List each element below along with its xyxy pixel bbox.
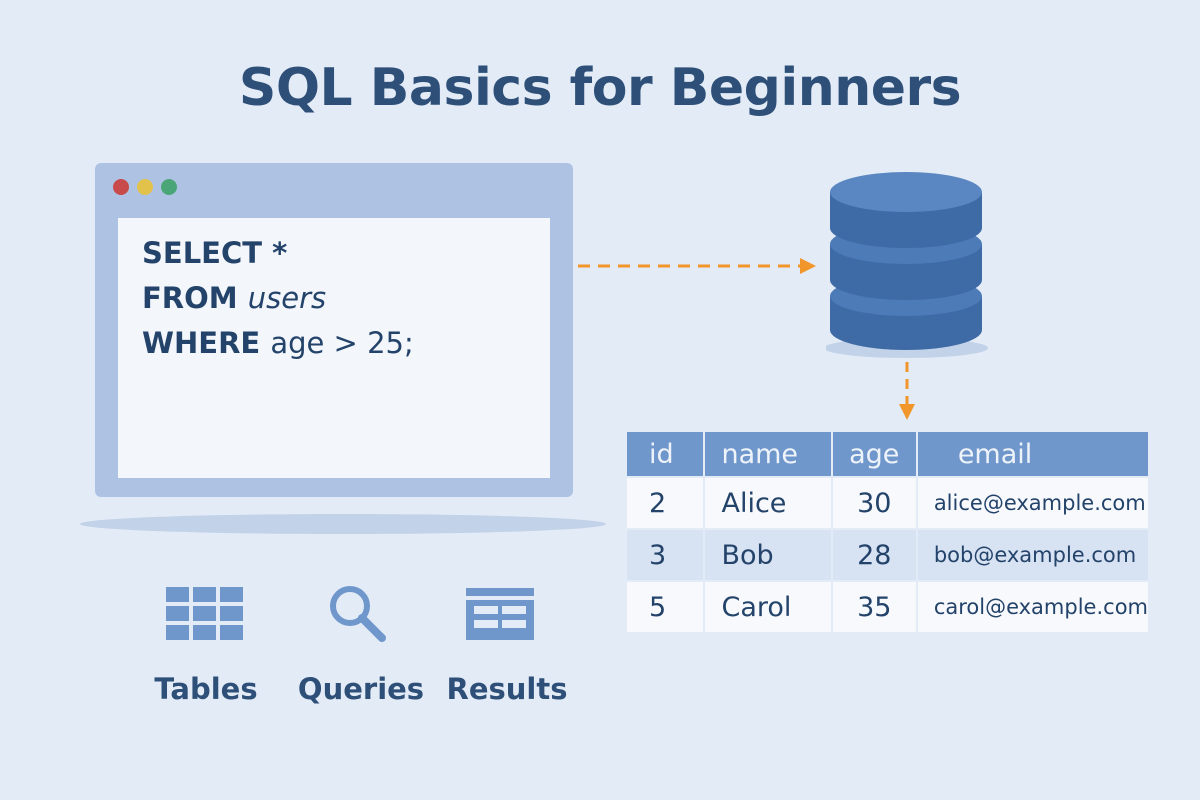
sql-code-area[interactable]: SELECT * FROM users WHERE age > 25; xyxy=(118,218,550,478)
minimize-dot-icon[interactable] xyxy=(137,179,153,195)
column-header-age[interactable]: age xyxy=(830,430,918,478)
grid-icon[interactable] xyxy=(166,587,246,641)
cell-email: alice@example.com xyxy=(915,476,1151,530)
cell-email: carol@example.com xyxy=(915,580,1151,634)
cell-age: 28 xyxy=(830,528,918,582)
cell-name: Carol xyxy=(703,580,833,634)
maximize-dot-icon[interactable] xyxy=(161,179,177,195)
table-header-row: id name age email xyxy=(624,430,1151,478)
cell-name: Bob xyxy=(703,528,833,582)
cell-age: 30 xyxy=(830,476,918,530)
table-row[interactable]: 3 Bob 28 bob@example.com xyxy=(624,528,1151,582)
search-icon[interactable] xyxy=(328,584,388,644)
sql-line-1: SELECT * xyxy=(142,236,287,270)
sql-keyword-from: FROM xyxy=(142,281,248,315)
close-dot-icon[interactable] xyxy=(113,179,129,195)
sql-table-name: users xyxy=(247,281,327,315)
result-arrow-icon xyxy=(899,362,915,420)
label-results: Results xyxy=(446,672,568,706)
sql-keyword-where: WHERE xyxy=(142,326,271,360)
label-queries: Queries xyxy=(297,672,425,706)
label-tables: Tables xyxy=(154,672,258,706)
query-arrow-icon xyxy=(578,258,816,274)
cell-email: bob@example.com xyxy=(915,528,1151,582)
cell-id: 3 xyxy=(624,528,706,582)
page-title: SQL Basics for Beginners xyxy=(238,58,962,118)
results-table-icon[interactable] xyxy=(466,588,536,642)
cell-id: 5 xyxy=(624,580,706,634)
table-row[interactable]: 5 Carol 35 carol@example.com xyxy=(624,580,1151,634)
column-header-id[interactable]: id xyxy=(624,430,706,478)
sql-keyword-select: SELECT * xyxy=(142,236,288,270)
column-header-name[interactable]: name xyxy=(703,430,833,478)
results-table: id name age email 2 Alice 30 alice@examp… xyxy=(624,430,1151,634)
window-shadow xyxy=(80,514,606,534)
window-title-bar xyxy=(95,163,573,205)
database-icon xyxy=(826,172,988,358)
table-row[interactable]: 2 Alice 30 alice@example.com xyxy=(624,476,1151,530)
cell-id: 2 xyxy=(624,476,706,530)
cell-name: Alice xyxy=(703,476,833,530)
sql-condition: age > 25; xyxy=(270,326,414,360)
cell-age: 35 xyxy=(830,580,918,634)
sql-line-2: FROM users xyxy=(142,281,326,315)
sql-line-3: WHERE age > 25; xyxy=(142,326,414,360)
column-header-email[interactable]: email xyxy=(915,430,1151,478)
